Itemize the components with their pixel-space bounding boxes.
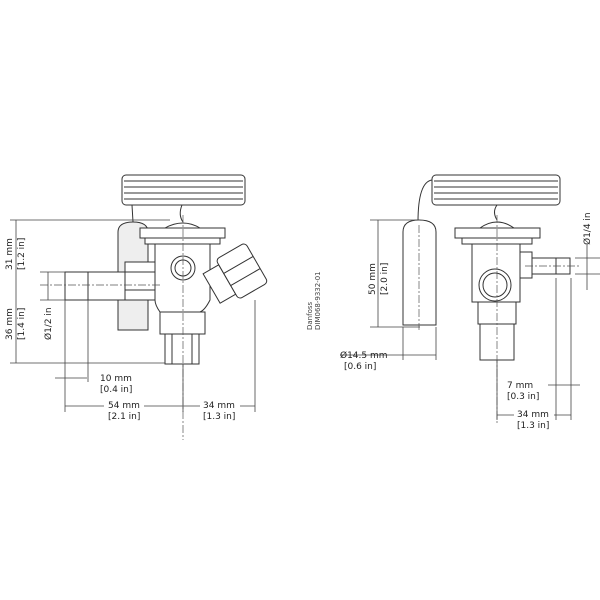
dim-equalizer-length-in: [0.3 in]	[507, 392, 539, 402]
dim-bulb-diameter-mm: Ø14.5 mm	[340, 350, 388, 361]
sensor-bulb	[402, 219, 437, 326]
brand-label: Danfoss	[306, 301, 314, 330]
dim-height-bottom-in: [1.4 in]	[17, 308, 27, 340]
dim-height-top-mm: 31 mm	[5, 238, 15, 270]
orifice-fitting	[164, 333, 200, 365]
capillary-coil	[417, 174, 561, 223]
dim-bulb-length-in: [2.0 in]	[380, 263, 390, 295]
dim-width-right-mm: 34 mm	[203, 401, 235, 411]
dim-width-left-in: [2.1 in]	[108, 412, 140, 422]
dim-offset-mm: 10 mm	[100, 374, 132, 384]
power-head	[454, 221, 541, 245]
inlet-pipe	[64, 271, 126, 301]
dim-offset-in: [0.4 in]	[100, 385, 132, 395]
power-head	[139, 222, 226, 245]
inlet-nut	[124, 261, 156, 301]
dim-width-left-mm: 54 mm	[108, 401, 140, 411]
outlet-nut	[202, 243, 268, 304]
dim-width-right-in: [1.3 in]	[203, 412, 235, 422]
dim-bulb-length-mm: 50 mm	[368, 263, 378, 295]
dim-inlet-diameter: Ø1/2 in	[43, 307, 54, 340]
left-valve-view: 31 mm [1.2 in] 36 mm [1.4 in] Ø1/2 in 10…	[5, 174, 268, 440]
drawing-number: DIM068-9332-01	[314, 271, 322, 330]
dim-height-bottom-mm: 36 mm	[5, 308, 15, 340]
dim-bulb-diameter-in: [0.6 in]	[344, 362, 376, 372]
dim-width-mm: 34 mm	[517, 410, 549, 420]
dim-width-in: [1.3 in]	[517, 421, 549, 431]
dim-equalizer-diameter: Ø1/4 in	[582, 212, 593, 245]
dim-height-top-in: [1.2 in]	[17, 238, 27, 270]
dim-equalizer-length-mm: 7 mm	[507, 381, 533, 391]
capillary-coil	[121, 174, 246, 223]
right-valve-view: 50 mm [2.0 in] Ø14.5 mm [0.6 in] Ø1/4 in…	[340, 174, 600, 431]
